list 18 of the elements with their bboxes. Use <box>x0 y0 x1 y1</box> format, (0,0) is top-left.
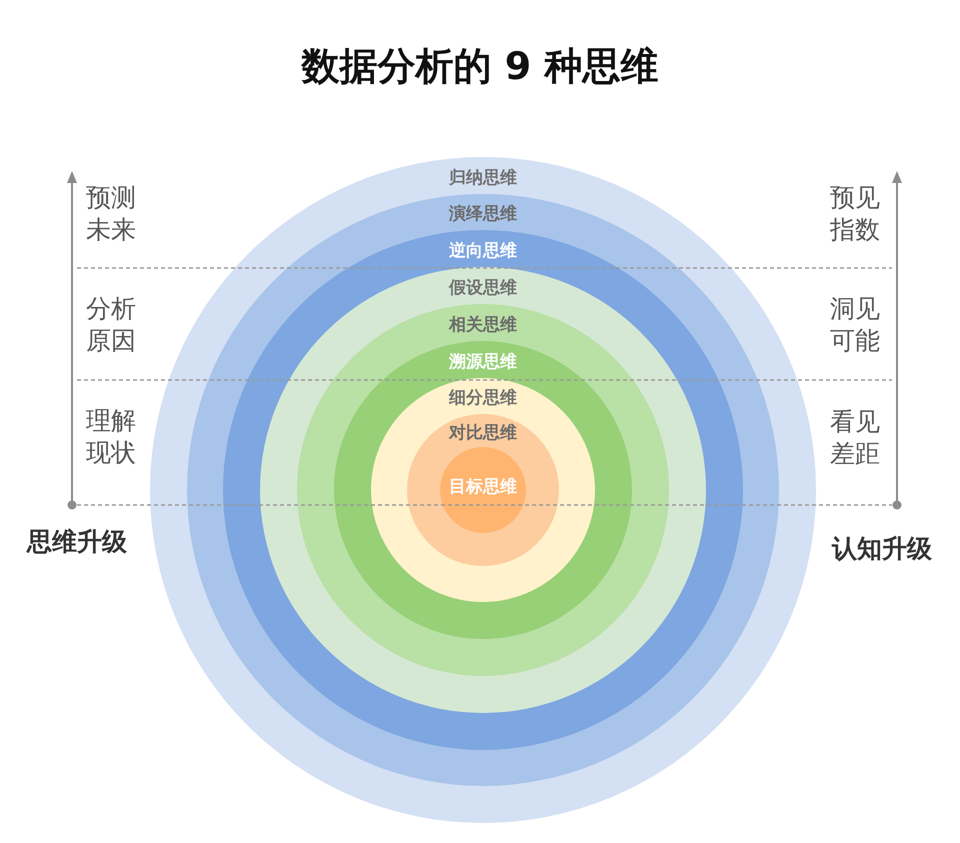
ring-label: 相关思维 <box>449 314 517 336</box>
ring-label: 细分思维 <box>449 387 517 409</box>
level-label: 洞见可能 <box>830 293 881 357</box>
ring-label: 目标思维 <box>449 476 517 498</box>
level-label: 理解现状 <box>86 405 137 469</box>
ring-label: 演绎思维 <box>449 203 517 225</box>
diagram-title: 数据分析的 9 种思维 <box>302 43 658 90</box>
ring-label: 假设思维 <box>449 276 517 298</box>
axis-title: 认知升级 <box>832 534 932 564</box>
ring-label: 溯源思维 <box>449 350 517 372</box>
level-label: 分析原因 <box>86 293 137 357</box>
ring-label: 逆向思维 <box>449 240 517 262</box>
ring-label: 对比思维 <box>449 422 517 444</box>
level-label: 预测未来 <box>86 182 137 246</box>
ring-label: 归纳思维 <box>449 166 517 188</box>
level-label: 预见指数 <box>830 182 881 246</box>
level-label: 看见差距 <box>830 406 881 470</box>
axis-title: 思维升级 <box>27 527 127 557</box>
